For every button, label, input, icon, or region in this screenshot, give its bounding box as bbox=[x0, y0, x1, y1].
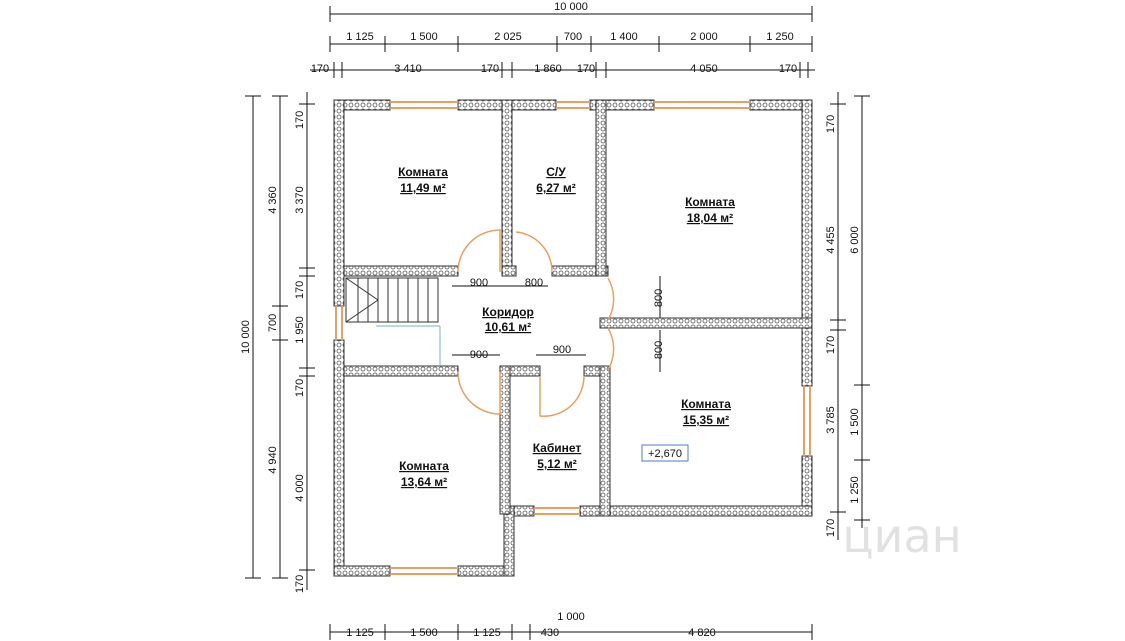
dim-top2-1: 170 bbox=[311, 63, 329, 75]
room-6-name: Кабинет bbox=[533, 441, 582, 455]
room-1-name: Комната bbox=[398, 165, 448, 179]
door-dim-3: 900 bbox=[470, 349, 488, 361]
dim-left2-2: 3 370 bbox=[294, 186, 306, 214]
room-2-area: 6,27 м² bbox=[536, 181, 576, 195]
dim-top-2: 1 500 bbox=[410, 31, 438, 43]
dim-left2-3: 170 bbox=[294, 281, 306, 299]
dim-left1-3: 4 940 bbox=[267, 446, 279, 474]
dim-right2-2: 1 500 bbox=[849, 408, 861, 436]
dim-left2-4: 1 950 bbox=[294, 316, 306, 344]
dim-top-6: 2 000 bbox=[690, 31, 718, 43]
dim-bottom-4: 430 bbox=[541, 627, 559, 639]
door-dim-4: 900 bbox=[553, 344, 571, 356]
dim-top-7: 1 250 bbox=[766, 31, 794, 43]
dim-top2-7: 170 bbox=[779, 63, 797, 75]
dim-left1-2: 700 bbox=[267, 314, 279, 332]
windows bbox=[335, 101, 811, 575]
room-7-area: 13,64 м² bbox=[401, 475, 447, 489]
dim-right3-1: 170 bbox=[825, 115, 837, 133]
room-4-name: Коридор bbox=[482, 305, 534, 319]
dim-top2-3: 170 bbox=[481, 63, 499, 75]
door-dim-5: 800 bbox=[653, 289, 665, 307]
dim-right1-1: 4 455 bbox=[825, 226, 837, 254]
dim-right3-2: 170 bbox=[825, 336, 837, 354]
dim-top-1: 1 125 bbox=[346, 31, 374, 43]
door-dim-6: 800 bbox=[653, 341, 665, 359]
dim-top-5: 1 400 bbox=[610, 31, 638, 43]
room-3-area: 18,04 м² bbox=[687, 211, 733, 225]
dim-left2-1: 170 bbox=[294, 111, 306, 129]
room-3-name: Комната bbox=[685, 195, 735, 209]
dim-right3-3: 170 bbox=[825, 519, 837, 537]
room-4-area: 10,61 м² bbox=[485, 320, 531, 334]
dim-left-total: 10 000 bbox=[240, 320, 252, 354]
dim-left2-7: 170 bbox=[294, 575, 306, 593]
dim-bottom-total: 1 000 bbox=[557, 611, 585, 623]
dim-bottom-2: 1 500 bbox=[410, 627, 438, 639]
room-7-name: Комната bbox=[399, 459, 449, 473]
room-5-name: Комната bbox=[681, 397, 731, 411]
dim-right2-1: 6 000 bbox=[849, 226, 861, 254]
room-5-area: 15,35 м² bbox=[683, 413, 729, 427]
dim-right1-2: 3 785 bbox=[825, 406, 837, 434]
dim-right2-3: 1 250 bbox=[849, 476, 861, 504]
dim-top-total: 10 000 bbox=[554, 1, 588, 13]
level-mark-box bbox=[641, 444, 689, 462]
dim-bottom-5: 4 820 bbox=[688, 627, 716, 639]
door-swings bbox=[457, 229, 615, 417]
watermark: циан bbox=[842, 509, 961, 563]
dim-left1-1: 4 360 bbox=[267, 186, 279, 214]
dim-top2-5: 170 bbox=[577, 63, 595, 75]
room-1-area: 11,49 м² bbox=[400, 181, 446, 195]
dim-left2-6: 4 000 bbox=[294, 474, 306, 502]
dimension-lines bbox=[245, 6, 870, 640]
room-2-name: С/У bbox=[546, 165, 566, 179]
level-mark: +2,670 bbox=[648, 448, 682, 460]
room-6-area: 5,12 м² bbox=[537, 457, 577, 471]
stairs bbox=[345, 277, 441, 366]
dim-top2-4: 1 860 bbox=[534, 63, 562, 75]
dim-top-3: 2 025 bbox=[494, 31, 522, 43]
walls bbox=[333, 99, 813, 577]
dim-bottom-1: 1 125 bbox=[346, 627, 374, 639]
dim-top2-6: 4 050 bbox=[690, 63, 718, 75]
dim-bottom-3: 1 125 bbox=[473, 627, 501, 639]
dim-top2-2: 3 410 bbox=[394, 63, 422, 75]
dim-left2-5: 170 bbox=[294, 379, 306, 397]
door-dim-1: 900 bbox=[470, 277, 488, 289]
door-dim-2: 800 bbox=[525, 277, 543, 289]
dim-top-4: 700 bbox=[564, 31, 582, 43]
